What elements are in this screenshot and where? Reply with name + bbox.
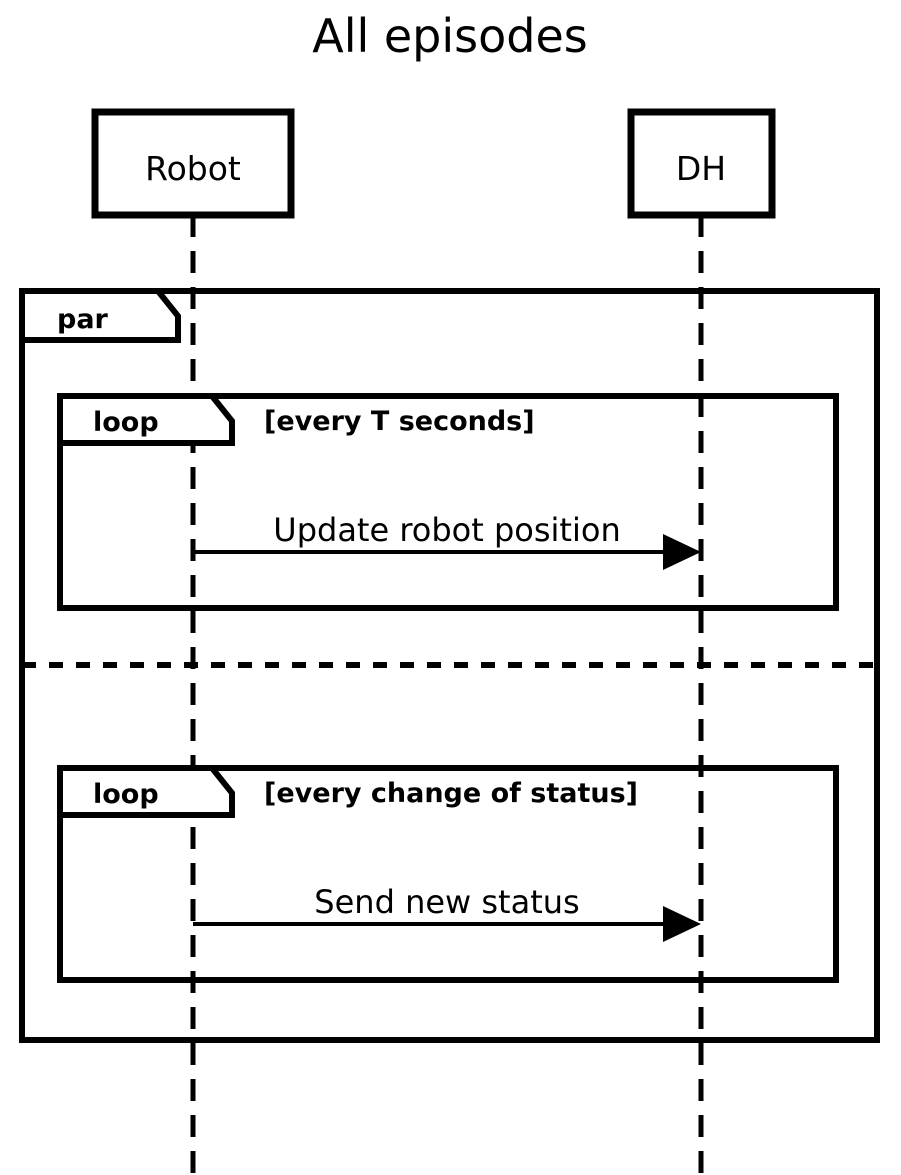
message-update-robot-position[interactable]: Update robot position: [193, 511, 701, 570]
fragment-frame-loop-1: [57, 393, 839, 611]
participant-robot[interactable]: Robot: [91, 108, 295, 219]
combined-fragment-loop-2[interactable]: loop [every change of status] Send new s…: [57, 765, 839, 983]
participant-box-robot: [91, 108, 295, 219]
message-send-new-status[interactable]: Send new status: [193, 883, 701, 942]
combined-fragment-par[interactable]: par: [19, 288, 880, 1043]
combined-fragment-loop-1[interactable]: loop [every T seconds] Update robot posi…: [57, 393, 839, 611]
message-label-send-new-status: Send new status: [314, 883, 579, 921]
participant-label-robot: Robot: [145, 149, 241, 188]
participant-dh[interactable]: DH: [627, 108, 776, 219]
message-arrowhead-update-robot-position: [663, 534, 701, 570]
fragment-tab-label-loop-2: loop: [93, 779, 159, 810]
page-title: All episodes: [312, 9, 588, 63]
fragment-tab-loop-1: [57, 393, 235, 446]
fragment-tab-par: [19, 288, 181, 343]
participant-label-dh: DH: [676, 149, 726, 188]
fragment-guard-loop-1: [every T seconds]: [264, 406, 535, 437]
fragment-frame-loop-2: [57, 765, 839, 983]
fragment-guard-loop-2: [every change of status]: [264, 778, 638, 809]
fragment-tab-label-loop-1: loop: [93, 407, 159, 438]
fragment-tab-loop-2: [57, 765, 235, 818]
fragment-tab-label-par: par: [57, 304, 109, 335]
participant-box-dh: [627, 108, 776, 219]
message-arrowhead-send-new-status: [663, 906, 701, 942]
message-label-update-robot-position: Update robot position: [273, 511, 620, 549]
